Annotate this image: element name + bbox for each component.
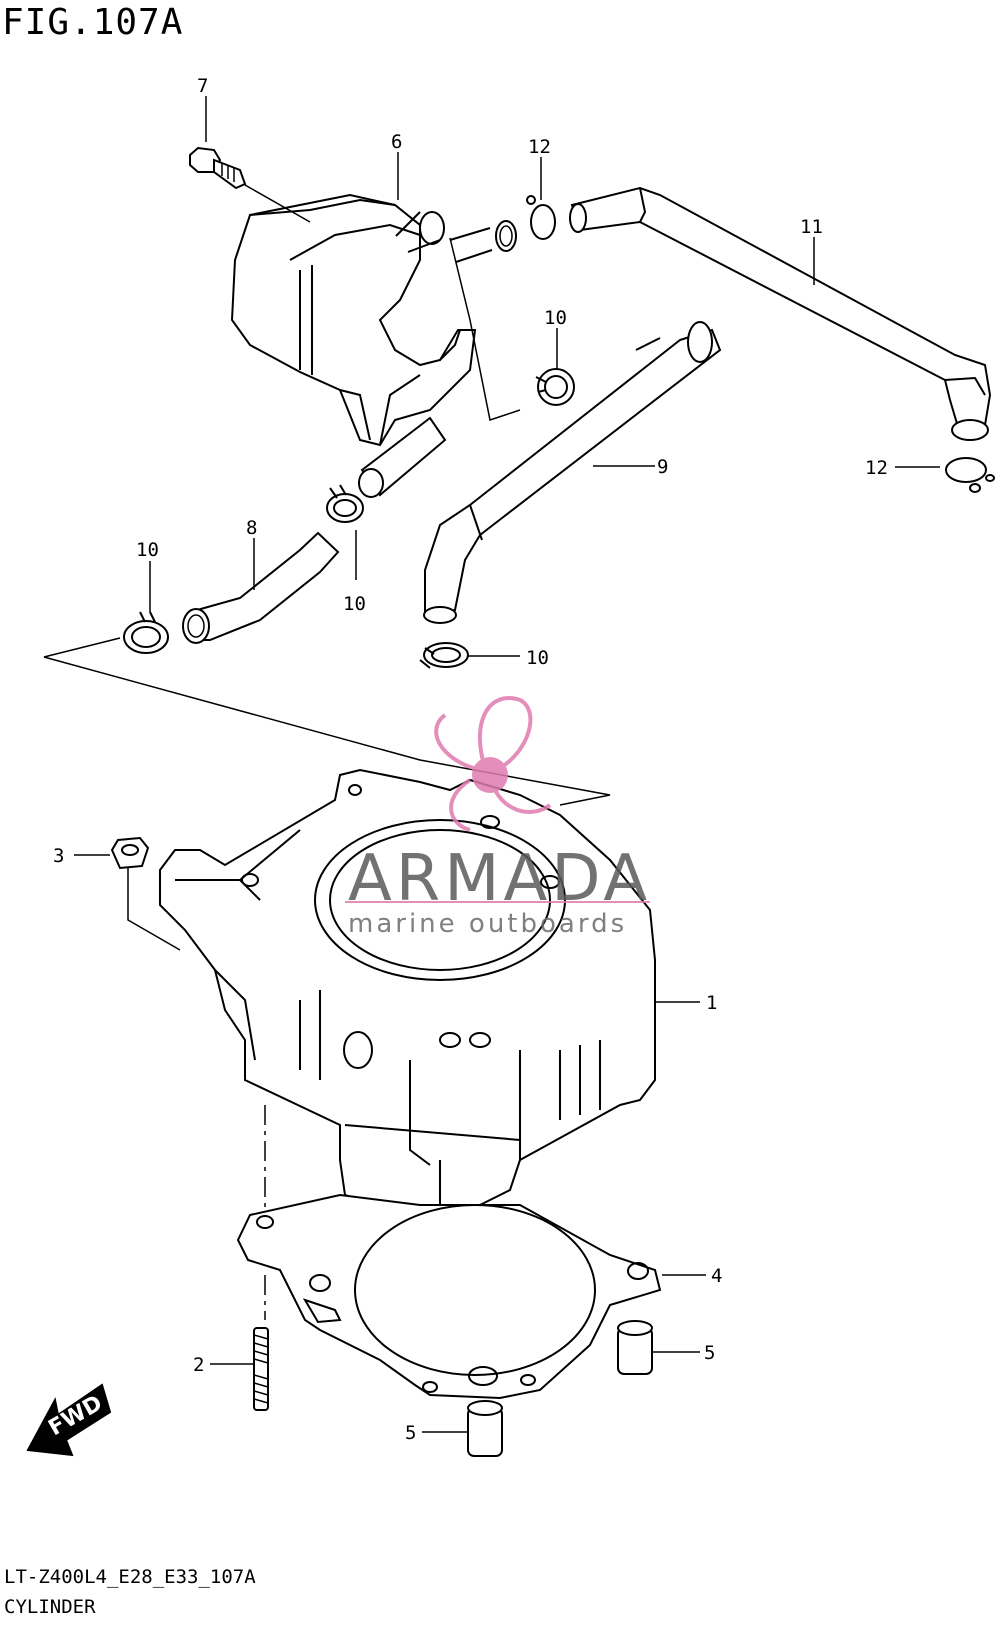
hose-clamp-part-10-d: [419, 642, 469, 669]
callout-6: 6: [391, 131, 402, 153]
o-ring-part-12-top: [526, 195, 556, 240]
nut-part-3: [110, 836, 150, 870]
figure-name: CYLINDER: [4, 1596, 96, 1618]
callout-10-left: 10: [136, 539, 159, 561]
reed-valve-housing: [230, 193, 477, 447]
callout-labels: 7 6 12 10 11 9 12 8 10 10 10 3 1 4 2 5 5: [53, 75, 888, 1444]
callout-10-lower: 10: [526, 647, 549, 669]
figure-title: FIG.107A: [2, 2, 184, 43]
callout-3: 3: [53, 845, 64, 867]
callout-1: 1: [706, 992, 717, 1014]
hose-clamp-part-10-b: [326, 484, 364, 523]
dowel-pin-part-5-bottom: [467, 1400, 503, 1457]
callout-7: 7: [197, 75, 208, 97]
hose-part-9: [423, 321, 722, 624]
hose-part-11: [569, 186, 992, 441]
hose-part-8: [182, 531, 340, 644]
callout-9: 9: [657, 456, 668, 478]
watermark-brand: ARMADA: [348, 842, 651, 916]
hose-clamp-part-10-c: [535, 368, 575, 406]
callout-8: 8: [246, 517, 257, 539]
cylinder-gasket-part-4: [236, 1193, 662, 1400]
short-connector-tube: [358, 416, 447, 498]
callout-4: 4: [711, 1265, 722, 1287]
cylinder-block-part-1: [159, 768, 656, 1211]
callout-5-bottom: 5: [405, 1422, 416, 1444]
callout-12-top: 12: [528, 136, 551, 158]
watermark-tagline: marine outboards: [348, 909, 627, 939]
stud-part-2: [253, 1327, 269, 1411]
callout-leader-lines: [74, 96, 940, 1433]
hose-clamp-part-10-a: [123, 611, 169, 654]
callout-2: 2: [193, 1354, 204, 1376]
bolt-part-7: [189, 146, 247, 190]
housing-outlet-stubs: [395, 211, 517, 263]
assembly-guide-lines: [43, 184, 611, 1320]
propeller-logo-icon: [434, 696, 552, 832]
armada-watermark: ARMADA marine outboards: [345, 696, 651, 939]
callout-11: 11: [800, 216, 823, 238]
o-ring-part-12-lower: [945, 457, 995, 493]
callout-12-lower: 12: [865, 457, 888, 479]
dowel-pin-part-5-right: [617, 1320, 653, 1375]
fwd-arrow-icon: FWD: [26, 1383, 112, 1457]
callout-10-middle: 10: [343, 593, 366, 615]
model-code: LT-Z400L4_E28_E33_107A: [4, 1566, 256, 1588]
callout-10-upper: 10: [544, 307, 567, 329]
callout-5-right: 5: [704, 1342, 715, 1364]
